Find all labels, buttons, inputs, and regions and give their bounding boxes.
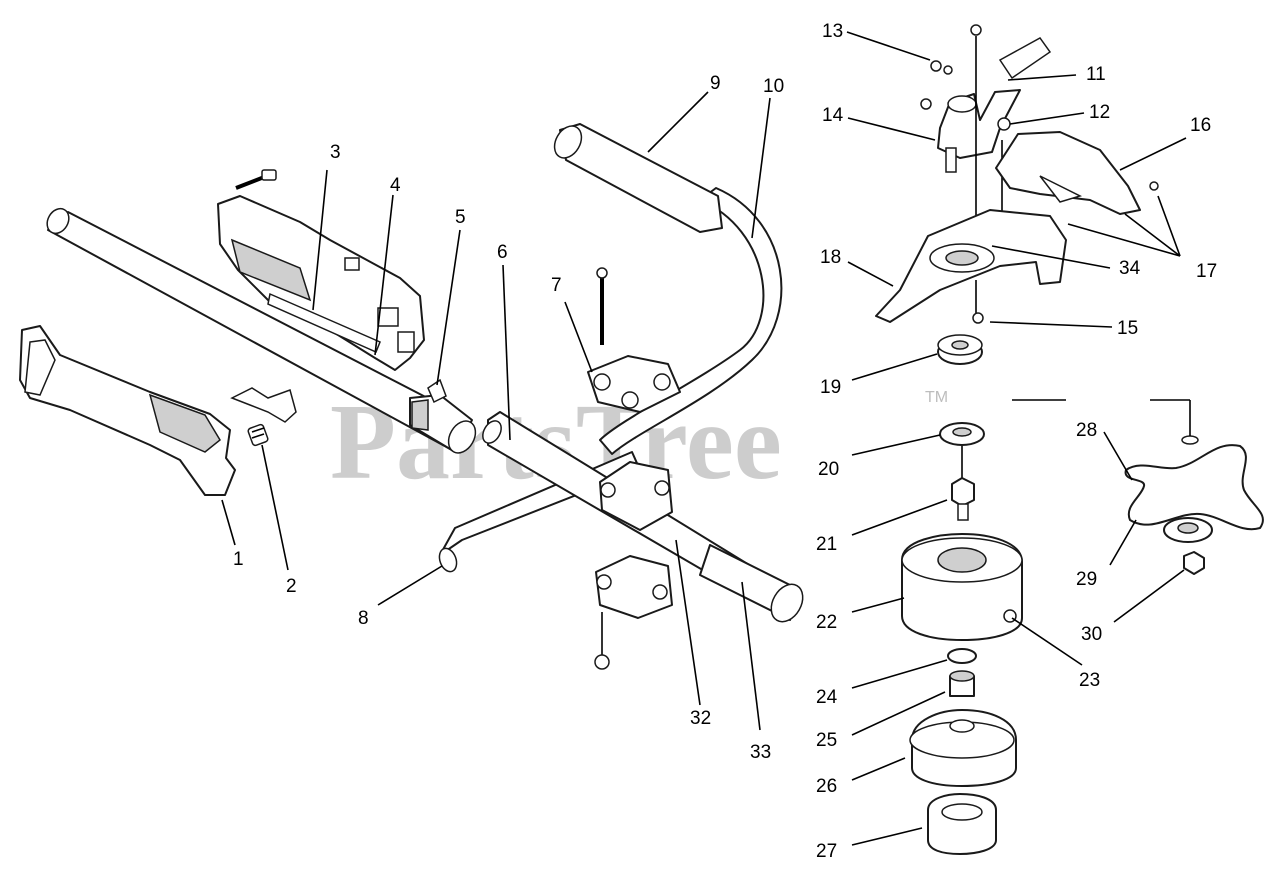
callout-20: 20 [818, 459, 839, 480]
part-30-nut [1183, 551, 1205, 575]
callout-33: 33 [750, 742, 771, 763]
callout-21: 21 [816, 534, 837, 555]
callout-30: 30 [1081, 624, 1102, 645]
part-20-washer [939, 422, 985, 480]
callout-23: 23 [1079, 670, 1100, 691]
callout-14: 14 [822, 105, 844, 126]
callout-labels: 1 2 3 4 5 6 7 8 9 10 11 12 13 14 15 16 1… [233, 21, 1217, 862]
part-25-spring [949, 670, 975, 697]
callout-6: 6 [497, 242, 508, 263]
part-22-23-gear-housing [901, 533, 1023, 641]
callout-19: 19 [820, 377, 841, 398]
part-10-loop-handle [599, 187, 783, 455]
callout-22: 22 [816, 612, 837, 633]
callout-18: 18 [820, 247, 841, 268]
callout-11: 11 [1086, 64, 1106, 85]
part-21-nut [951, 477, 975, 521]
part-11-14-gear-bracket [920, 24, 1052, 260]
part-trigger-lever [230, 387, 297, 423]
drive-shaft-tube [46, 207, 477, 454]
part-12-screw [997, 117, 1011, 215]
part-19-bearing [937, 334, 983, 365]
callout-28: 28 [1076, 420, 1097, 441]
callout-15: 15 [1117, 318, 1138, 339]
callout-12: 12 [1089, 102, 1110, 123]
callout-1: 1 [233, 549, 244, 570]
callout-29: 29 [1076, 569, 1097, 590]
part-5-clip [427, 378, 447, 404]
part-3-4-control-housing [217, 195, 425, 371]
callout-8: 8 [358, 608, 369, 629]
part-28-blade [1124, 435, 1264, 531]
lower-clamp [594, 555, 673, 670]
callout-10: 10 [763, 76, 784, 97]
callout-7: 7 [551, 275, 562, 296]
part-24-washer [947, 648, 977, 664]
callout-25: 25 [816, 730, 837, 751]
callout-9: 9 [710, 73, 721, 94]
part-29-washer [1163, 517, 1213, 543]
part-26-spool-housing [909, 709, 1017, 787]
callout-2: 2 [286, 576, 297, 597]
watermark-tm: TM [925, 389, 948, 406]
callout-4: 4 [390, 175, 401, 196]
part-1-handle-housing [19, 325, 236, 496]
part-7-clamp [587, 267, 681, 413]
screw-handle [235, 169, 277, 190]
part-2-spring [247, 423, 269, 447]
callout-26: 26 [816, 776, 837, 797]
part-18-34-shield [875, 209, 1067, 323]
part-16-guard [995, 131, 1159, 215]
callout-17: 17 [1196, 261, 1217, 282]
part-27-knob [927, 793, 997, 855]
callout-5: 5 [455, 207, 466, 228]
part-15-bolt [972, 280, 984, 324]
part-32-clamp [599, 461, 673, 531]
callout-13: 13 [822, 21, 843, 42]
leader-lines [221, 31, 1191, 846]
callout-34: 34 [1119, 258, 1141, 279]
callout-3: 3 [330, 142, 341, 163]
callout-24: 24 [816, 687, 838, 708]
callout-27: 27 [816, 841, 837, 862]
callout-16: 16 [1190, 115, 1211, 136]
callout-32: 32 [690, 708, 711, 729]
part-9-grip [553, 123, 723, 233]
